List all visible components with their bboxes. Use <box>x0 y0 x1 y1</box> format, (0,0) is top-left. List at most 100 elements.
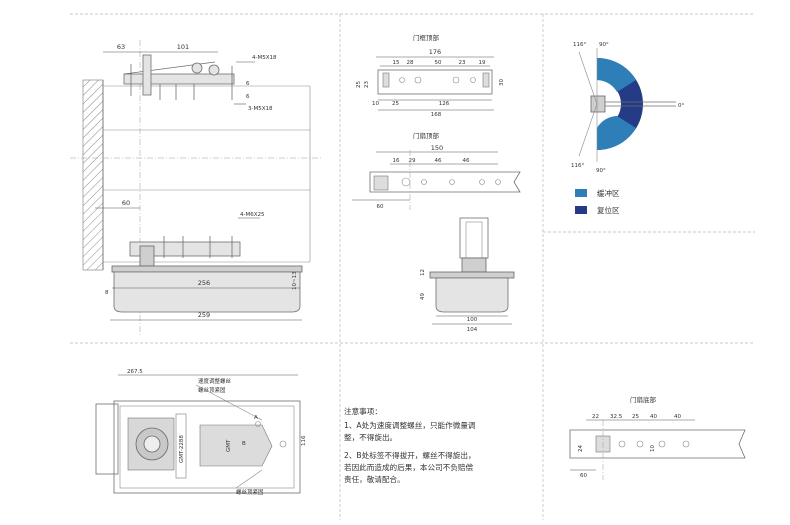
plan-label-text: GMT-2288 <box>179 435 185 463</box>
angle-116-bottom: 116° <box>571 163 584 169</box>
plan-inner-cover <box>119 405 295 489</box>
top-pivot-knob <box>191 62 203 74</box>
angle-116-top: 116° <box>573 42 586 48</box>
dim-267-5: 267.5 <box>127 369 143 375</box>
side-spindle <box>461 257 487 273</box>
dim-126: 126 <box>439 101 450 107</box>
plan-label-plate <box>175 413 187 479</box>
closer-cover-plate <box>111 265 303 273</box>
dim-50: 50 <box>435 60 442 66</box>
mark-b: B <box>242 441 246 447</box>
buffer-zone-arc-top <box>597 58 636 92</box>
angle-90-top: 90° <box>599 42 609 48</box>
callout-screw-a: 螺丝顶紧固 <box>198 386 226 394</box>
plan-spindle-inner <box>143 435 161 453</box>
dim-15: 15 <box>393 60 400 66</box>
callout-screw-b: 螺丝顶紧固 <box>236 488 264 496</box>
dim-10-13: 10~13 <box>292 271 298 290</box>
dim-49: 49 <box>420 293 426 300</box>
plan-brand-text: GMT <box>226 439 232 452</box>
note-2-line-2: 若因此而造成的后果，本公司不负赔偿 <box>344 462 473 472</box>
dim-h23: 23 <box>364 81 370 88</box>
dim-28: 28 <box>407 60 414 66</box>
dim-6: 6 <box>246 81 250 87</box>
leaf-top-plate <box>369 171 521 193</box>
note-1-line-1: 1、A处为速度调整螺丝，只能作微量调 <box>344 420 476 430</box>
side-cover-plate <box>429 271 515 279</box>
bottom-spindle <box>139 245 155 267</box>
dim-168: 168 <box>431 112 442 118</box>
dim-176: 176 <box>429 48 441 56</box>
dim-40b: 40 <box>674 414 681 420</box>
closer-body <box>113 271 301 313</box>
notes-block: 注意事项： 1、A处为速度调整螺丝，只能作微量调 整，不得旋出。 2、B处标签不… <box>344 406 476 484</box>
legend-reset-swatch <box>575 206 587 214</box>
dim-10-bottom: 10 <box>650 445 656 452</box>
plan-outer-cover <box>113 400 301 494</box>
dim-25-bottom: 25 <box>632 414 639 420</box>
leaf-bottom-view: 门扇底部 22 32.5 25 40 40 24 10 60 <box>569 395 746 480</box>
angle-90-bottom: 90° <box>596 168 606 174</box>
top-pivot-knob-2 <box>208 64 220 76</box>
dim-29: 29 <box>409 158 416 164</box>
buffer-zone-arc-bottom <box>597 116 636 150</box>
dim-60-leaf: 60 <box>377 204 384 210</box>
dim-h30: 30 <box>499 79 505 86</box>
dim-32-5: 32.5 <box>610 414 623 420</box>
frame-top-title: 门框顶部 <box>413 33 440 42</box>
plan-door-edge <box>95 403 119 475</box>
legend-buffer-swatch <box>575 189 587 197</box>
dim-63: 63 <box>117 43 125 51</box>
pivot-center <box>590 95 606 113</box>
front-elevation-view: 63 101 4-M5X18 6 3-M5X18 6 60 4-M6X25 25… <box>70 40 322 335</box>
label-4-m6x25: 4-M6X25 <box>240 212 265 218</box>
legend-buffer-label: 缓冲区 <box>597 188 620 198</box>
leaf-bottom-plate <box>569 429 746 459</box>
callout-speed-screw: 速度调整螺丝 <box>198 377 232 385</box>
dim-h25: 25 <box>356 81 362 88</box>
dim-46a: 46 <box>435 158 442 164</box>
top-pivot-pin <box>142 54 152 96</box>
dim-10: 10 <box>372 101 379 107</box>
dim-12: 12 <box>420 269 426 276</box>
frame-top-plate <box>377 69 493 95</box>
dim-6b: 6 <box>246 94 250 100</box>
dim-100: 100 <box>467 317 478 323</box>
dim-46b: 46 <box>463 158 470 164</box>
dim-150: 150 <box>431 144 443 152</box>
note-2-line-3: 责任，敬请配合。 <box>344 474 405 484</box>
dim-104: 104 <box>467 327 478 333</box>
label-3-m5x18: 3-M5X18 <box>248 106 273 112</box>
side-body <box>435 277 509 313</box>
leaf-bottom-title: 门扇底部 <box>630 395 657 404</box>
dim-259: 259 <box>198 311 210 319</box>
leaf-top-title: 门扇顶部 <box>413 131 440 140</box>
dim-24: 24 <box>578 445 584 452</box>
note-1-line-2: 整，不得旋出。 <box>344 432 397 442</box>
top-pivot-bracket <box>123 73 235 85</box>
label-4-m5x18: 4-M5X18 <box>252 55 277 61</box>
dim-256: 256 <box>198 279 210 287</box>
dim-116: 116 <box>301 435 307 446</box>
mark-a: A <box>254 415 258 421</box>
dim-25: 25 <box>392 101 399 107</box>
legend-reset-label: 复位区 <box>597 205 620 215</box>
dim-40a: 40 <box>650 414 657 420</box>
opening-angle-diagram: 116° 90° 0° 116° 90° 缓冲区 复位区 <box>571 42 684 215</box>
dim-19: 19 <box>479 60 486 66</box>
plan-view: 267.5 速度调整螺丝 螺丝顶紧固 GMT-2288 GMT A B 螺丝顶紧… <box>95 369 307 496</box>
bottom-mounting-plate <box>129 241 241 257</box>
door-glass-profile <box>459 217 489 259</box>
leaf-top-view: 门扇顶部 150 16 29 46 46 60 <box>352 131 521 210</box>
dim-22: 22 <box>592 414 599 420</box>
note-2-line-1: 2、B处标签不得拔开，螺丝不得旋出， <box>344 450 476 460</box>
dim-23: 23 <box>459 60 466 66</box>
dim-16: 16 <box>393 158 400 164</box>
wall-hatch <box>82 79 104 271</box>
dim-60-bottom: 60 <box>580 473 587 479</box>
notes-title: 注意事项： <box>344 406 382 416</box>
dim-101: 101 <box>177 43 189 51</box>
angle-0: 0° <box>678 103 684 109</box>
